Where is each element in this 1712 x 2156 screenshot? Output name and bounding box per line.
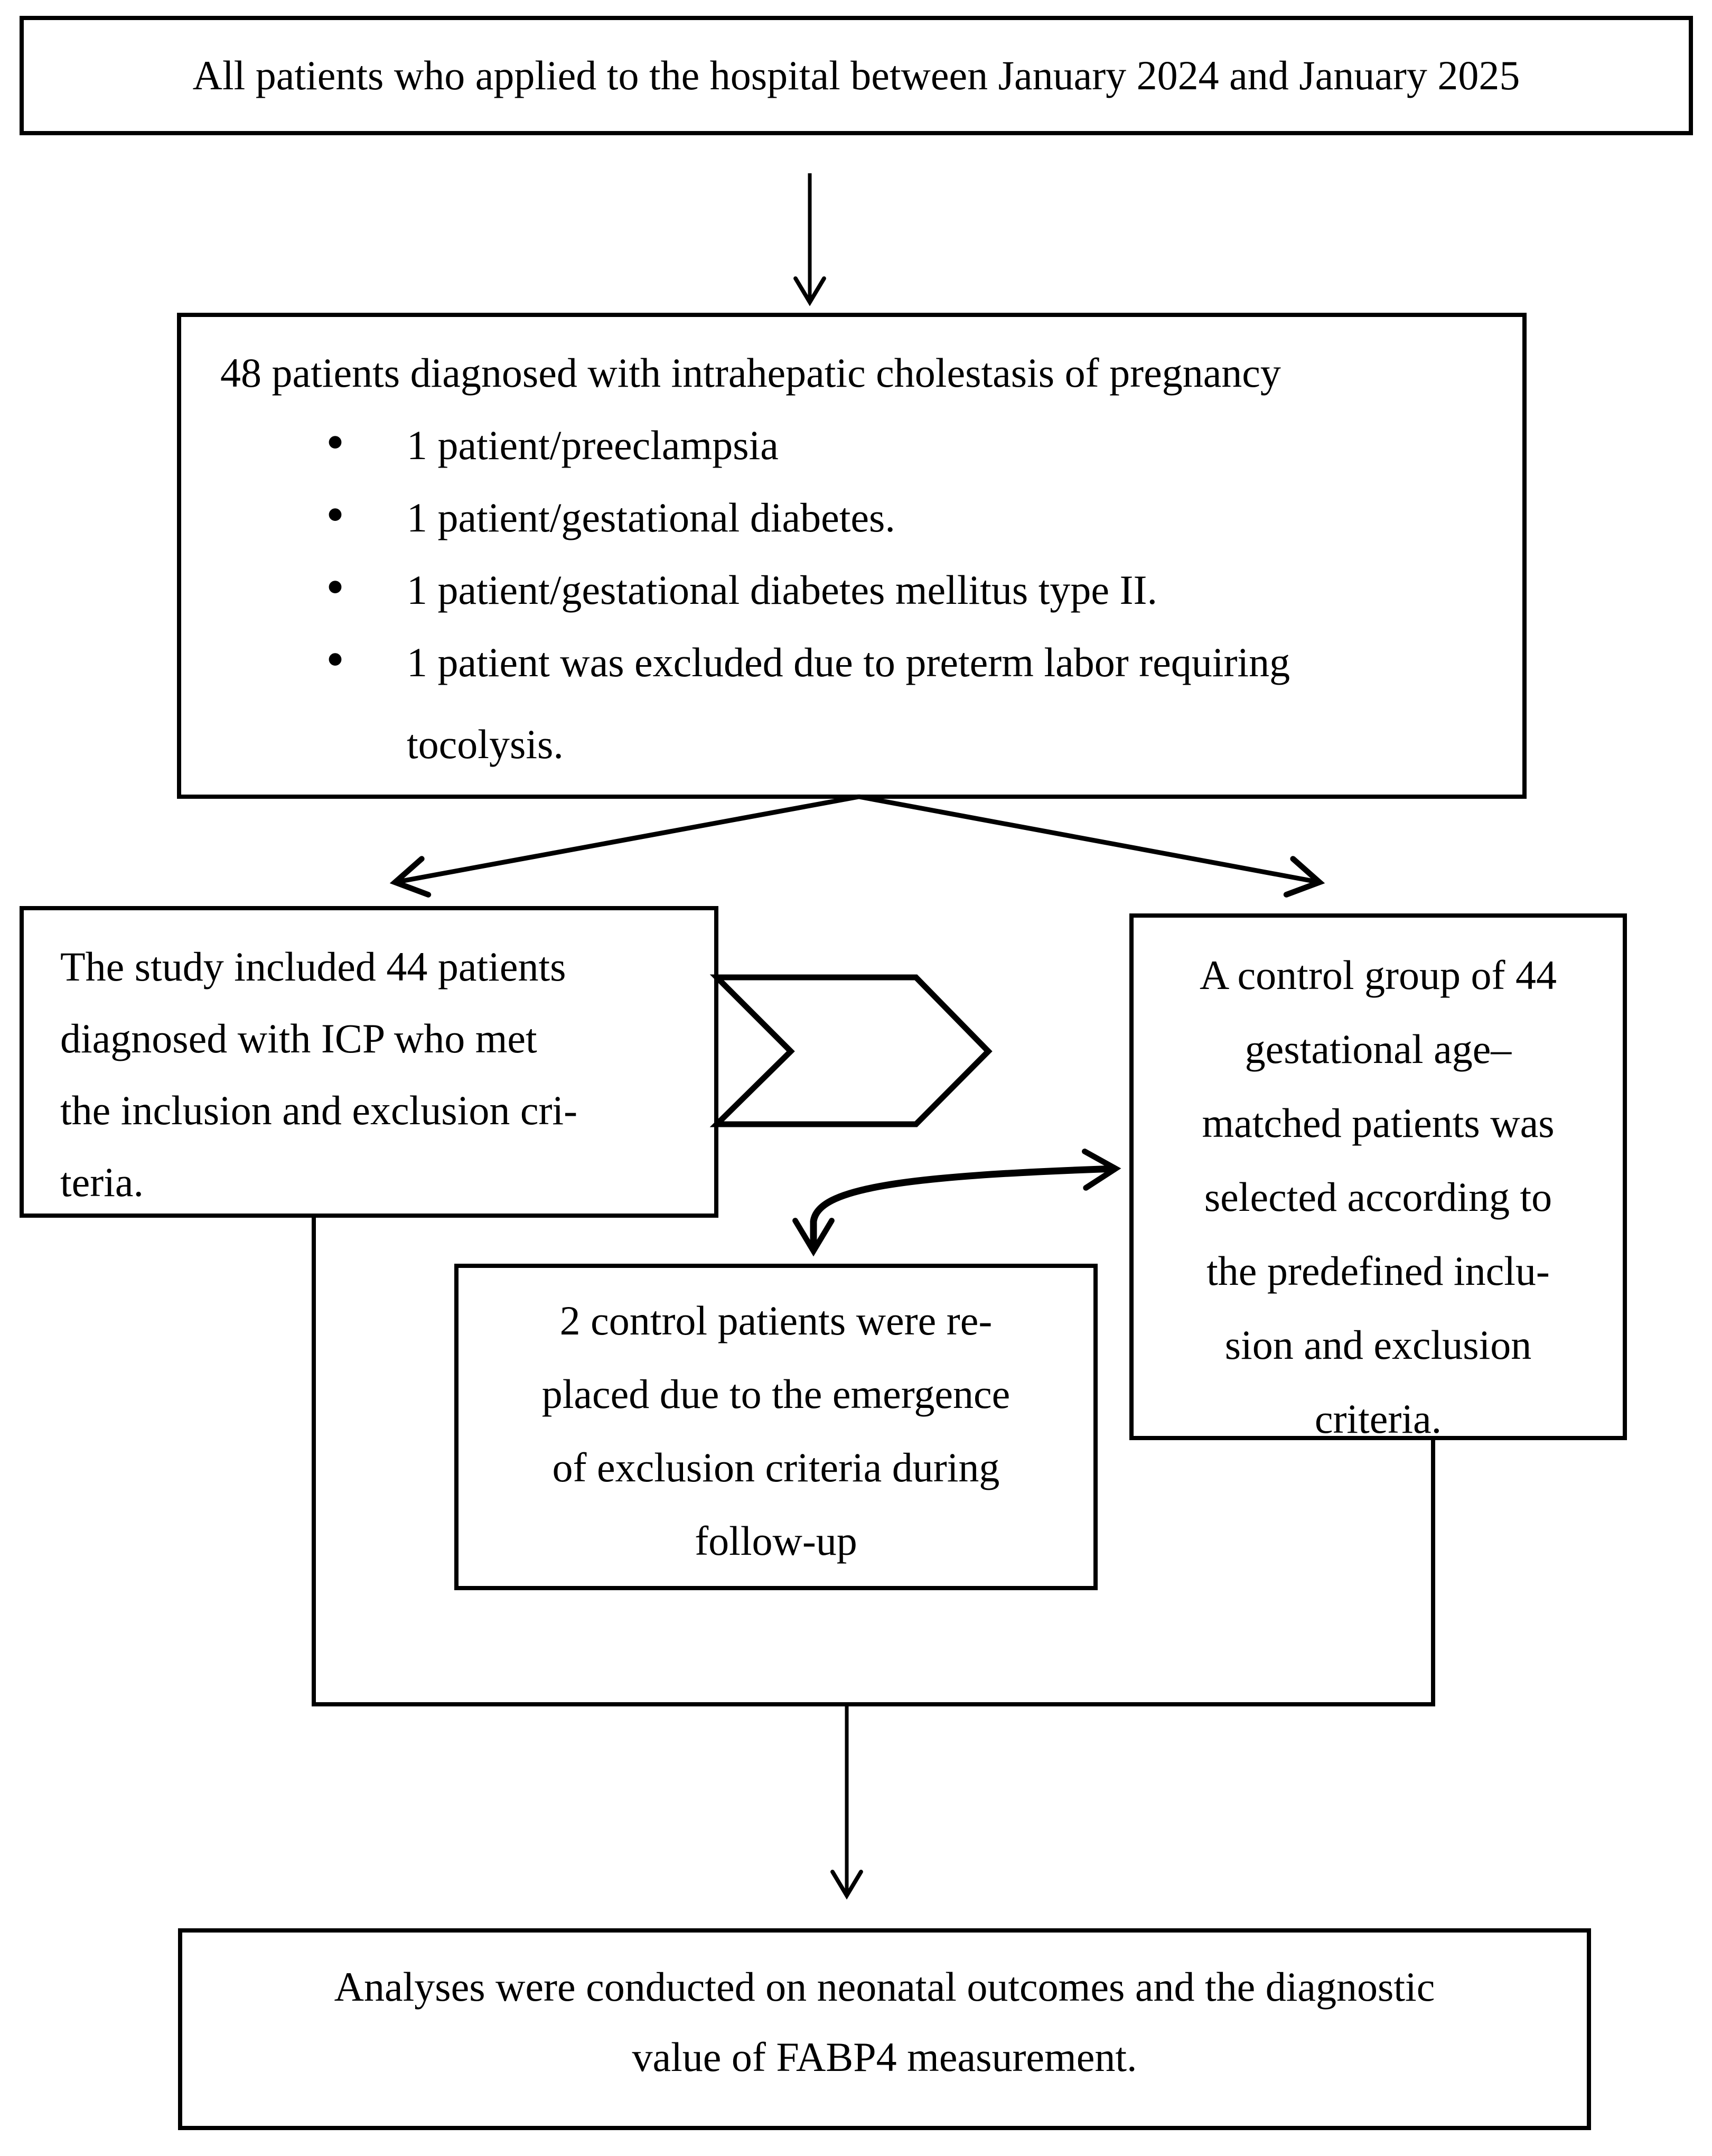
exclusion-bullet-text: 1 patient/preeclampsia (407, 422, 779, 468)
box-study-included-line: teria. (60, 1159, 144, 1205)
box-control-group-line: sion and exclusion (1224, 1322, 1532, 1368)
bullet-icon: • (326, 630, 345, 688)
exclusion-bullet-item: • 1 patient/gestational diabetes mellitu… (220, 554, 1501, 626)
box-control-group-line: matched patients was (1202, 1100, 1555, 1146)
arrow-curved-double (792, 1149, 1121, 1257)
box-control-group: A control group of 44 gestational age– m… (1129, 913, 1627, 1442)
box-analyses-line: value of FABP4 measurement. (632, 2034, 1137, 2080)
box-control-replaced: 2 control patients were re- placed due t… (454, 1264, 1098, 1590)
box-control-group-line: A control group of 44 (1200, 952, 1557, 998)
exclusion-bullet-item: • 1 patient was excluded due to preterm … (220, 626, 1501, 698)
box-control-group-line: the predefined inclu- (1206, 1248, 1550, 1294)
exclusion-bullet-continuation: tocolysis. (407, 721, 564, 767)
bullet-icon: • (326, 485, 345, 544)
box-all-patients: All patients who applied to the hospital… (20, 16, 1693, 135)
box-study-included-line: The study included 44 patients (60, 944, 566, 990)
box-control-group-line: criteria. (1314, 1396, 1442, 1442)
exclusion-bullet-text: 1 patient/gestational diabetes mellitus … (407, 567, 1157, 613)
box-study-included-line: diagnosed with ICP who met (60, 1015, 537, 1061)
arrow-branch-right (858, 794, 1325, 898)
box-control-replaced-line: 2 control patients were re- (559, 1298, 993, 1343)
box-control-replaced-line: placed due to the emergence (541, 1371, 1011, 1417)
box-study-included-line: the inclusion and exclusion cri- (60, 1087, 578, 1133)
exclusion-bullet-item: • 1 patient/gestational diabetes. (220, 481, 1501, 554)
exclusion-bullet-text: 1 patient was excluded due to preterm la… (407, 639, 1290, 685)
bullet-icon: • (326, 557, 345, 616)
box-all-patients-text: All patients who applied to the hospital… (192, 52, 1520, 98)
box-control-group-line: selected according to (1204, 1174, 1552, 1220)
box-icp-diagnosed-heading: 48 patients diagnosed with intrahepatic … (220, 350, 1281, 396)
box-control-replaced-line: follow-up (695, 1518, 857, 1564)
chevron-right-icon (709, 974, 993, 1127)
exclusion-bullet-text: 1 patient/gestational diabetes. (407, 494, 895, 540)
exclusion-bullet-item: • 1 patient/preeclampsia (220, 409, 1501, 481)
bullet-icon: • (326, 413, 345, 471)
arrow-branch-left (389, 794, 859, 898)
box-control-group-line: gestational age– (1245, 1026, 1512, 1072)
box-study-included: The study included 44 patients diagnosed… (20, 906, 718, 1218)
box-icp-diagnosed: 48 patients diagnosed with intrahepatic … (177, 313, 1527, 799)
box-control-replaced-line: of exclusion criteria during (552, 1444, 1000, 1490)
box-analyses-line: Analyses were conducted on neonatal outc… (334, 1964, 1435, 2010)
box-analyses: Analyses were conducted on neonatal outc… (178, 1928, 1591, 2130)
